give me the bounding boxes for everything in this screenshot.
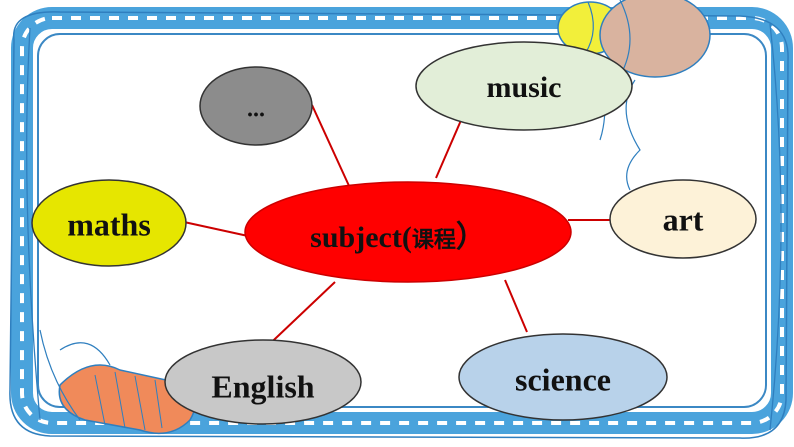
node-maths	[31, 179, 187, 267]
node-subject-center	[244, 181, 572, 283]
subject-close: ）	[455, 221, 486, 254]
label-science: science	[515, 361, 611, 398]
subject-text: subject(	[310, 221, 412, 254]
label-ellipsis: ...	[247, 96, 265, 123]
node-science	[458, 333, 668, 421]
connector-music	[435, 117, 463, 179]
connector-lines	[183, 104, 612, 356]
node-music	[415, 41, 633, 131]
subject-chinese: 课程	[411, 228, 456, 253]
candy-icon	[39, 329, 196, 435]
node-english	[164, 339, 362, 425]
label-music: music	[486, 71, 562, 104]
connector-science	[504, 279, 528, 333]
label-art: art	[662, 201, 704, 238]
label-maths: maths	[67, 206, 151, 243]
node-ellipsis	[199, 66, 313, 146]
label-subject: subject(课程）	[310, 212, 486, 256]
connector-maths	[183, 221, 249, 237]
connector-ellipsis	[311, 104, 351, 189]
node-art	[609, 179, 757, 259]
label-english: English	[211, 368, 315, 405]
